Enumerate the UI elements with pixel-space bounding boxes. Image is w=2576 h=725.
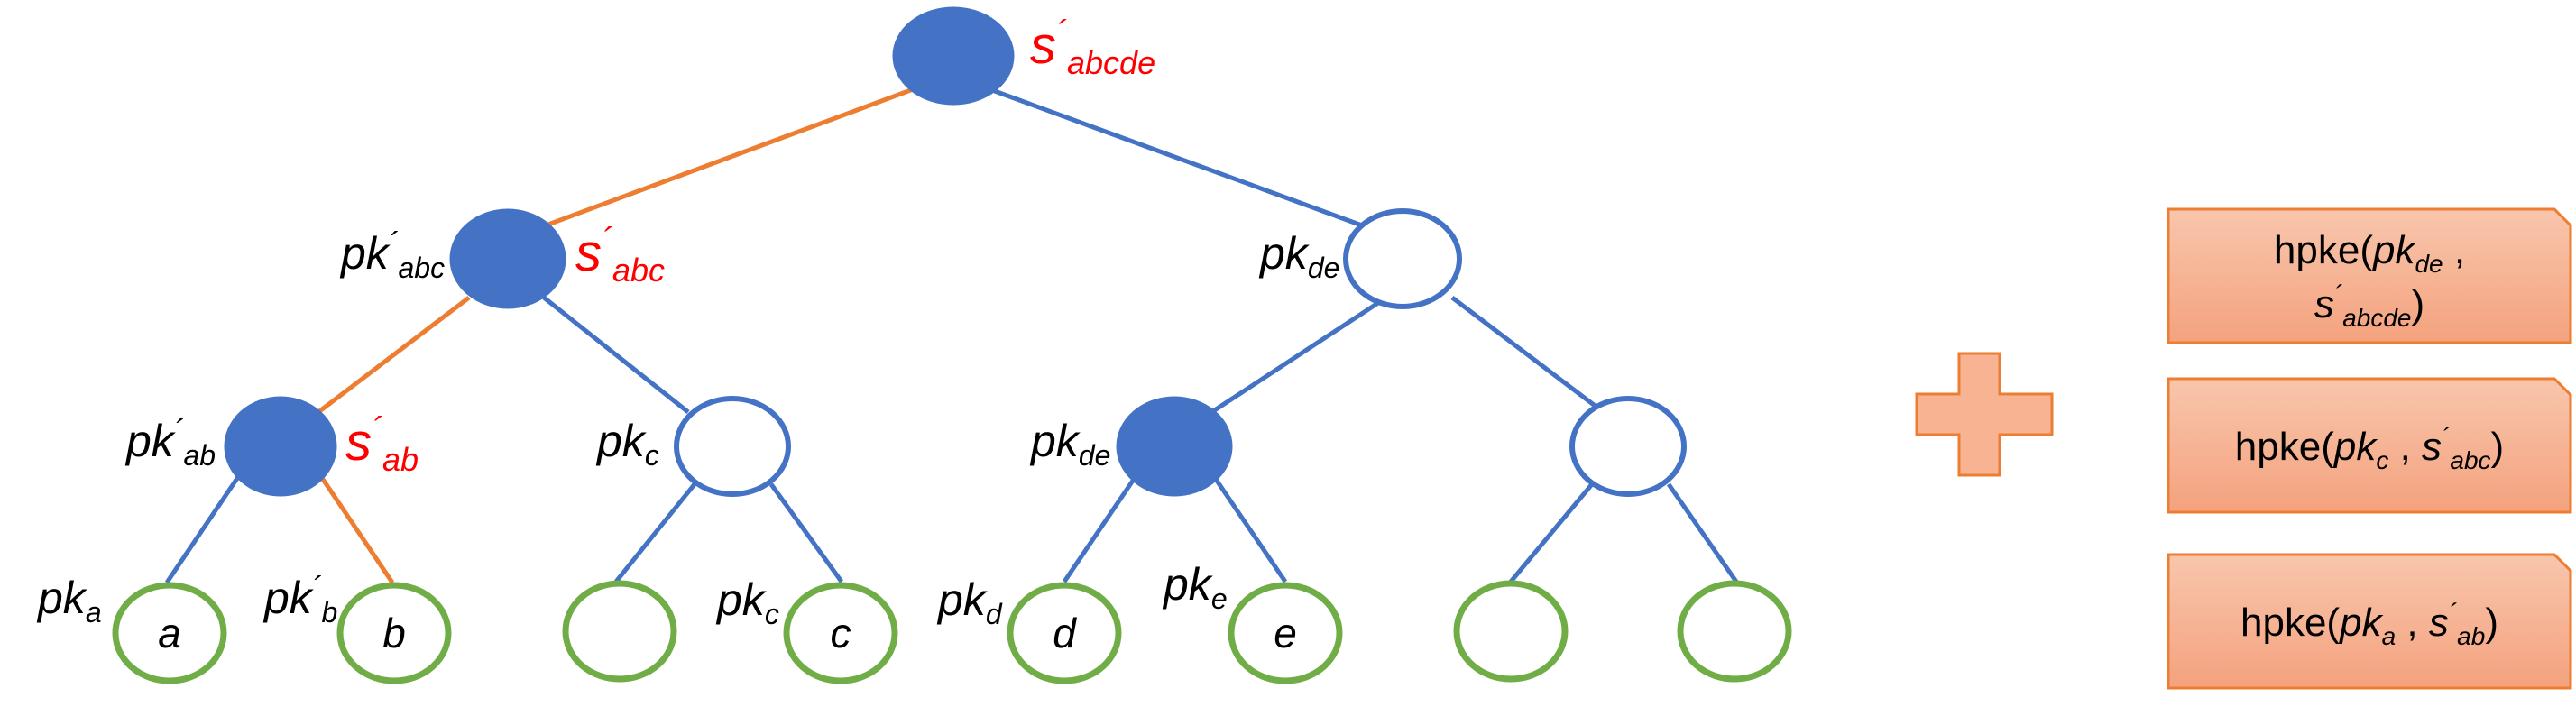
pk-ab-label: pk´ab xyxy=(124,414,216,472)
leaf-nodes: a b c d e xyxy=(112,580,1792,684)
hpke-box-2-text: hpke(pkc , s´abc) xyxy=(2235,423,2504,474)
node-right xyxy=(1569,396,1687,497)
leaf-3 xyxy=(562,580,677,683)
leaf-8 xyxy=(1677,580,1792,683)
edge-ab-b xyxy=(317,473,395,584)
hpke-box-1: hpke(pkde , s´abcde) xyxy=(2167,207,2572,344)
node-de xyxy=(1116,396,1233,497)
node-root xyxy=(892,6,1015,106)
edge-de-e xyxy=(1210,473,1288,583)
edge-right-leaf7 xyxy=(1509,482,1594,583)
leaf-e xyxy=(1228,582,1343,684)
secret-root-label: s´abcde xyxy=(1030,14,1155,81)
pk-d-label: pkd xyxy=(936,574,1003,630)
leaf-b xyxy=(336,582,452,684)
node-c xyxy=(674,396,791,497)
edge-c-c xyxy=(768,482,844,583)
secret-abc-label: s´abc xyxy=(575,221,665,289)
leaf-b-text: b xyxy=(382,610,406,656)
secret-ab-label: s´ab xyxy=(345,410,419,478)
pk-e-label: pke xyxy=(1162,559,1228,615)
pk-labels: pk´abc pkde pk´ab pkc pkde pka pk´b pkc xyxy=(36,226,1339,630)
leaf-c xyxy=(783,582,898,684)
pk-c-leaf-label: pkc xyxy=(715,574,779,630)
pk-de-top-label: pkde xyxy=(1258,228,1339,284)
edge-right-leaf8 xyxy=(1666,482,1739,583)
hpke-boxes: hpke(pkde , s´abcde) hpke(pkc , s´abc) h… xyxy=(2167,207,2572,690)
plus-icon xyxy=(1915,352,2054,477)
hpke-box-2: hpke(pkc , s´abc) xyxy=(2167,377,2572,514)
pk-c-label: pkc xyxy=(595,416,659,472)
leaf-7 xyxy=(1453,580,1569,683)
hpke-box-1-line2: s´abcde) xyxy=(2314,280,2424,332)
pk-abc-label: pk´abc xyxy=(339,226,445,284)
leaf-d-text: d xyxy=(1053,610,1077,656)
hpke-box-3-text: hpke(pka , s´ab) xyxy=(2240,599,2498,650)
edge-root-abc xyxy=(545,86,916,228)
edge-root-de xyxy=(991,87,1363,228)
pk-a-label: pka xyxy=(36,573,102,629)
tree-edges xyxy=(164,86,1739,584)
edge-c-leaf3 xyxy=(614,482,696,583)
internal-nodes xyxy=(224,6,1687,497)
leaf-d xyxy=(1007,582,1122,684)
edge-de-d xyxy=(1062,473,1139,583)
edge-abc-ab xyxy=(317,296,471,414)
edge-ab-a xyxy=(164,470,244,584)
hpke-box-3: hpke(pka , s´ab) xyxy=(2167,553,2572,690)
leaf-e-text: e xyxy=(1274,610,1297,656)
secret-labels: s´abcde s´abc s´ab xyxy=(345,14,1155,478)
leaf-a xyxy=(112,582,227,684)
leaf-a-text: a xyxy=(158,610,181,656)
hpke-box-1-line1: hpke(pkde , xyxy=(2274,228,2465,278)
node-abc xyxy=(449,208,566,309)
edge-abc-c xyxy=(542,296,690,414)
edge-detop-right xyxy=(1450,296,1603,412)
pk-de-label: pkde xyxy=(1029,416,1110,472)
node-ab xyxy=(224,396,337,497)
node-de-top xyxy=(1343,208,1462,309)
edge-detop-de xyxy=(1211,295,1388,414)
pk-b-label: pk´b xyxy=(262,571,337,629)
leaf-c-text: c xyxy=(831,610,851,656)
